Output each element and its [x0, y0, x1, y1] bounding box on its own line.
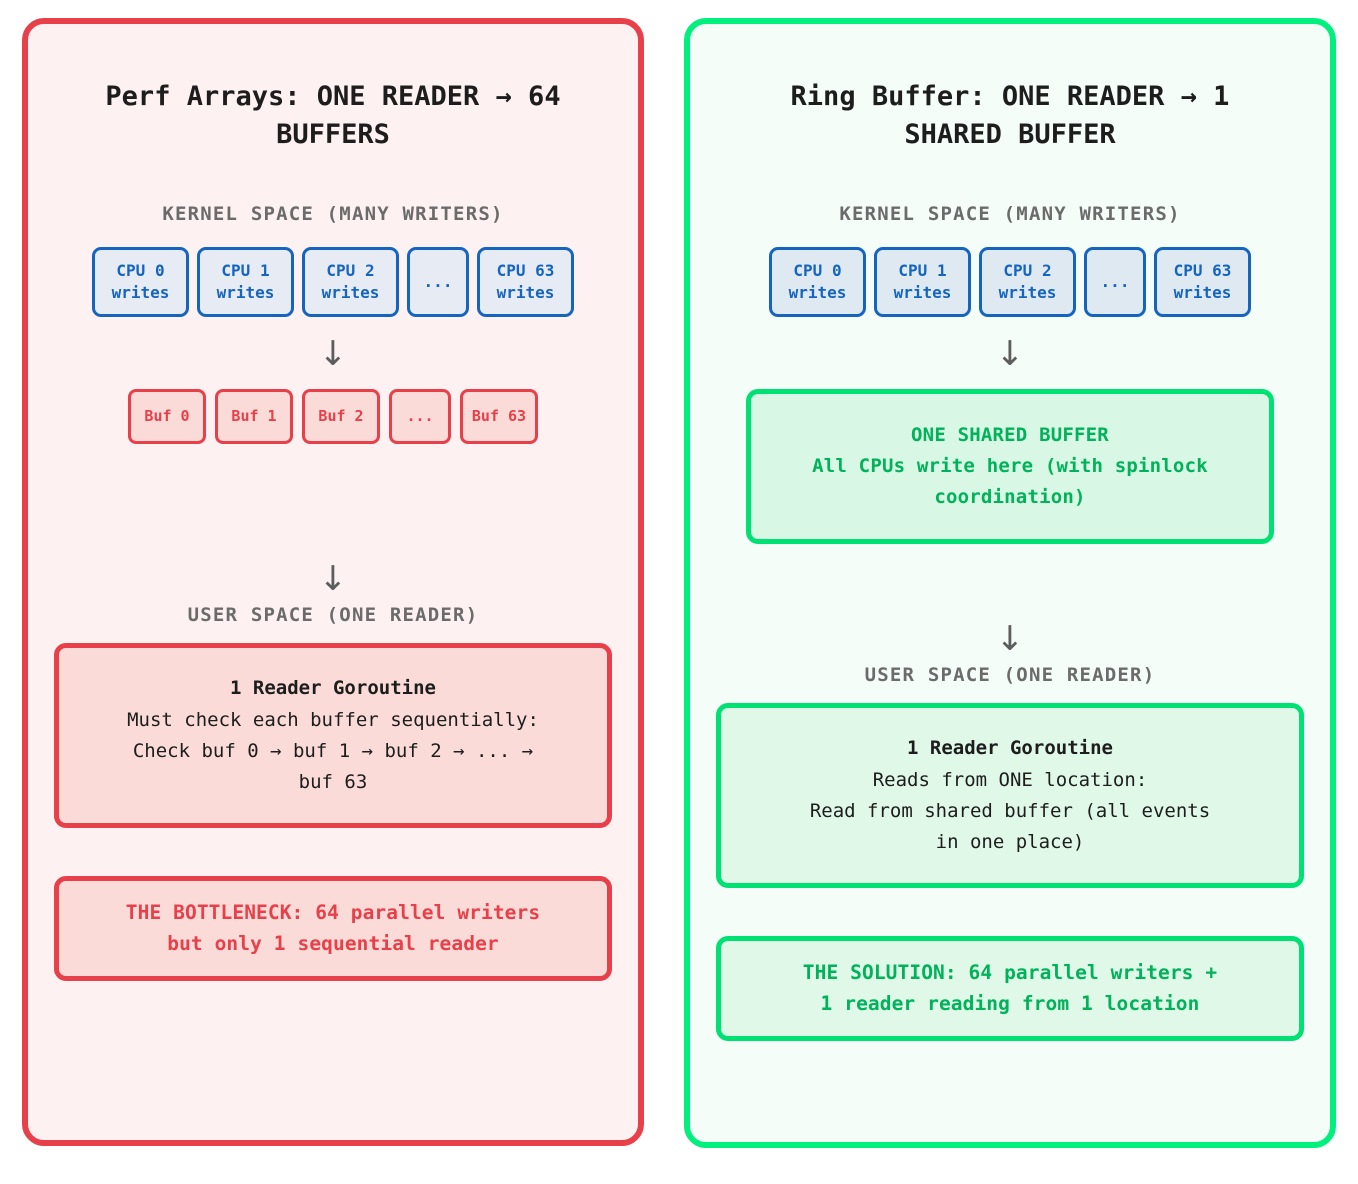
user-space-label-right: USER SPACE (ONE READER) [864, 663, 1156, 686]
buffer-box: Buf 2 [302, 388, 380, 444]
reader-goroutine-box-left: 1 Reader Goroutine Must check each buffe… [54, 642, 612, 828]
kernel-space-label-left: KERNEL SPACE (MANY WRITERS) [162, 202, 504, 225]
cpu-box: CPU 63 writes [1154, 246, 1251, 317]
cpu-box: CPU 0 writes [92, 246, 189, 317]
cpu-writer-row-left: CPU 0 writes CPU 1 writes CPU 2 writes .… [92, 246, 574, 317]
user-space-label-left: USER SPACE (ONE READER) [187, 603, 479, 626]
panel-title-ring-buffer: Ring Buffer: ONE READER → 1 SHARED BUFFE… [790, 81, 1230, 151]
cpu-box-ellipsis: ... [407, 246, 469, 317]
reader-goroutine-title: 1 Reader Goroutine [907, 736, 1113, 759]
cpu-box-ellipsis: ... [1084, 246, 1146, 317]
cpu-box: CPU 0 writes [769, 246, 866, 317]
cpu-writer-row-right: CPU 0 writes CPU 1 writes CPU 2 writes .… [769, 246, 1251, 317]
cpu-box: CPU 1 writes [197, 246, 294, 317]
reader-goroutine-body: Reads from ONE location: Read from share… [809, 769, 1211, 853]
down-arrow-icon: ↓ [995, 333, 1025, 374]
reader-goroutine-title: 1 Reader Goroutine [230, 676, 436, 699]
reader-goroutine-body: Must check each buffer sequentially: Che… [127, 709, 539, 793]
buffer-box: Buf 1 [215, 388, 293, 444]
cpu-box: CPU 2 writes [979, 246, 1076, 317]
shared-buffer-box: ONE SHARED BUFFER All CPUs write here (w… [746, 388, 1274, 544]
solution-callout: THE SOLUTION: 64 parallel writers + 1 re… [716, 935, 1304, 1041]
cpu-box: CPU 2 writes [302, 246, 399, 317]
ring-buffer-panel: Ring Buffer: ONE READER → 1 SHARED BUFFE… [684, 18, 1336, 1148]
buffer-box-ellipsis: ... [389, 388, 451, 444]
buffer-box: Buf 0 [128, 388, 206, 444]
down-arrow-icon: ↓ [995, 618, 1025, 659]
panel-title-perf-arrays: Perf Arrays: ONE READER → 64 BUFFERS [105, 81, 561, 151]
cpu-box: CPU 1 writes [874, 246, 971, 317]
buffer-box: Buf 63 [460, 388, 538, 444]
reader-goroutine-box-right: 1 Reader Goroutine Reads from ONE locati… [716, 702, 1304, 888]
kernel-space-label-right: KERNEL SPACE (MANY WRITERS) [839, 202, 1181, 225]
perf-arrays-panel: Perf Arrays: ONE READER → 64 BUFFERS KER… [22, 18, 644, 1146]
bottleneck-callout: THE BOTTLENECK: 64 parallel writers but … [54, 875, 612, 981]
cpu-box: CPU 63 writes [477, 246, 574, 317]
down-arrow-icon: ↓ [318, 558, 348, 599]
down-arrow-icon: ↓ [318, 333, 348, 374]
buffer-row-left: Buf 0 Buf 1 Buf 2 ... Buf 63 [128, 388, 538, 444]
